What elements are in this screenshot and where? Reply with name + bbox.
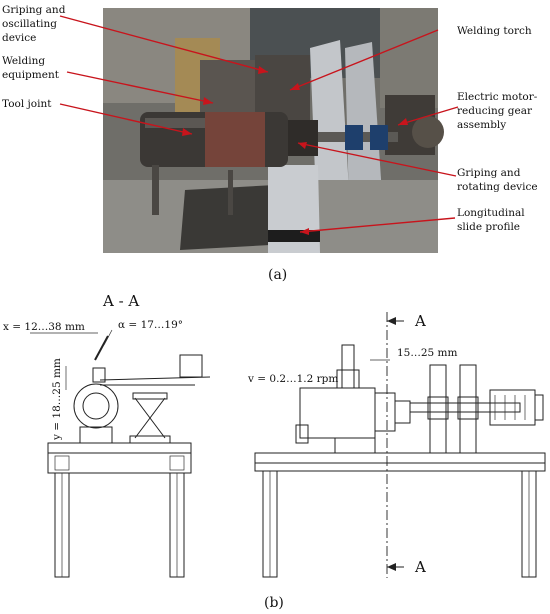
photo-panel [103,8,444,253]
pipe-support [79,426,113,444]
side-view: A A 15…25 mm v = 0.2…1.2 rpm [247,312,546,578]
callout-tool-joint: Tool joint [2,98,52,110]
caption-a: (a) [268,267,287,283]
welding-equipment-box [200,60,255,115]
slide-support-1 [429,364,447,454]
profile-corner-right [169,455,185,471]
caption-b: (b) [264,595,284,611]
device-base [334,437,376,454]
arrow-motor [397,106,459,126]
shaft [288,132,398,142]
callout-griping-oscillating-2: oscillating [2,18,57,30]
jack-base [129,435,171,444]
callout-motor-2: reducing gear [457,105,533,117]
side-table-frame [254,462,546,472]
pipe-highlight [145,118,205,128]
arrowhead [258,66,268,74]
table-top [47,442,192,454]
bearing-2 [370,125,388,150]
slide-support-2 [459,364,477,454]
callout-slide-2: slide profile [457,221,520,233]
arrowhead [398,118,408,125]
torch-nozzle [94,335,109,361]
callout-welding-equipment-1: Welding [2,55,45,67]
callout-slide-1: Longitudinal [457,207,525,219]
bearing-1 [345,125,363,150]
torch-holder [92,367,106,383]
stand-2 [228,170,233,215]
arrowhead [300,228,309,235]
jack-top [132,392,168,400]
x-dim-label: x = 12…38 mm [3,321,85,333]
callout-griping-oscillating-3: device [2,32,36,44]
torch-clamp [336,369,360,389]
arrow-slide-profile [299,217,456,233]
callouts-left: Griping and oscillating device Welding e… [2,4,66,110]
callout-welding-torch: Welding torch [457,25,532,37]
stand-1 [152,165,159,215]
dark-plate [180,185,275,250]
pipe-section-inner [82,392,110,420]
arrow-welding-equipment [66,71,214,104]
section-title: A - A [102,292,139,310]
callout-motor-3: assembly [457,119,506,131]
section-arrowhead-bottom [387,563,396,571]
profile-corner-left [54,455,70,471]
callout-rotating-2: rotating device [457,181,538,193]
arrow-griping-oscillating [59,15,269,73]
gap-dim-label: 15…25 mm [397,347,458,359]
right-wall [380,8,438,108]
arrowhead [298,142,307,149]
callout-rotating-1: Griping and [457,167,521,179]
rotating-device-body [299,387,376,439]
arrowhead [203,97,213,105]
side-table-top [254,452,546,464]
table-frame [47,452,192,474]
y-dim-label: y = 18…25 mm [51,358,63,441]
chuck-nose [394,400,411,424]
bearing-block-1 [427,396,449,420]
gear-wheel [412,116,444,148]
jack-arm [134,397,166,439]
callout-arrows [59,15,459,235]
oscillator-head [179,354,203,378]
section-mark-bottom: A [414,558,426,576]
arrow-welding-torch [289,29,439,91]
arrow-tool-joint [59,103,193,135]
section-arrowhead-top [387,317,396,325]
pipe-section-outer [73,383,119,429]
torch-column [341,344,355,389]
callouts-right: Welding torch Electric motor- reducing g… [457,25,538,233]
alpha-dim-label: α = 17…19° [118,319,183,331]
side-stand [295,424,309,444]
motor-end [534,394,544,421]
weld-zone [205,112,265,167]
chuck-front [374,392,396,432]
section-mark-top: A [414,312,426,330]
motor-body [489,389,536,426]
section-view: A - A x = 12…38 mm α = 17…19° y = 18…25 … [3,292,211,578]
drive-shaft [409,402,521,413]
arrowhead [182,128,192,136]
bearing-block-2 [457,396,479,420]
chuck [288,120,318,156]
arrow-rotating-device [297,142,457,177]
callout-griping-oscillating-1: Griping and [2,4,66,16]
arrowhead [290,83,300,90]
rail-end-cap [268,230,320,242]
callout-motor-1: Electric motor- [457,91,538,103]
callout-welding-equipment-2: equipment [2,69,60,81]
alpha-dim-line [103,329,113,346]
speed-dim-label: v = 0.2…1.2 rpm [247,373,338,385]
